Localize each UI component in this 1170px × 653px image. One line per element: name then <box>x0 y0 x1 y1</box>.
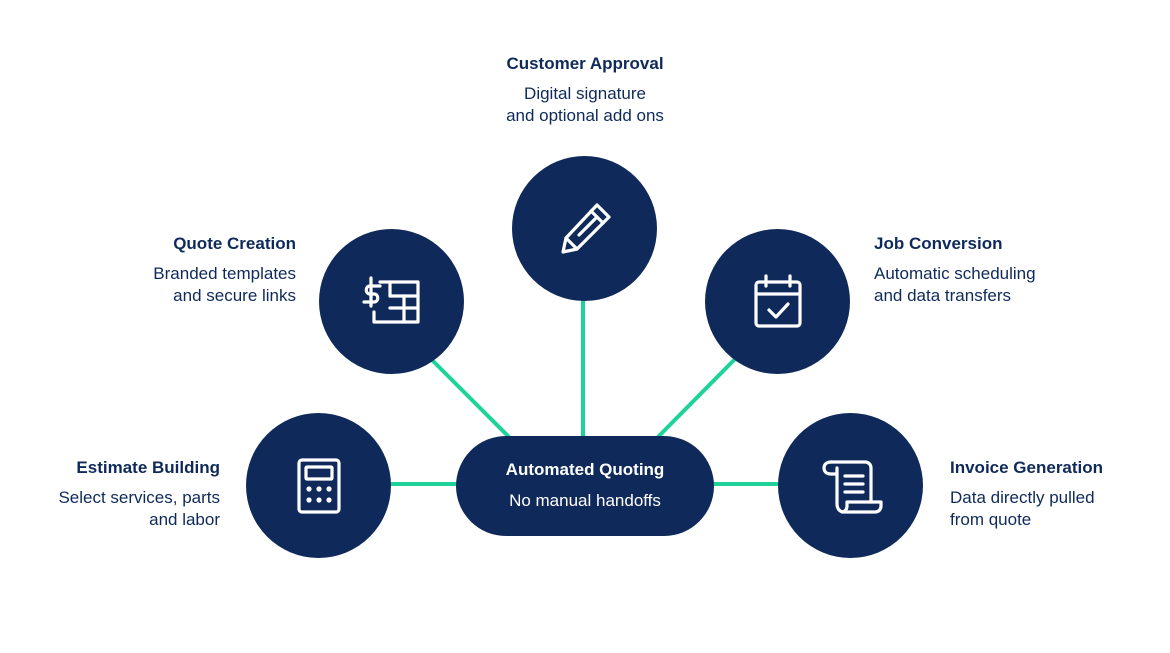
calculator-icon <box>296 457 341 514</box>
hub-title: Automated Quoting <box>505 460 665 479</box>
connector-job <box>653 355 739 442</box>
automated-quoting-hub: Automated Quoting No manual handoffs <box>456 436 714 536</box>
connector-quote <box>430 358 514 442</box>
estimate-label: Estimate Building Select services, parts… <box>0 456 220 531</box>
invoice-desc: Data directly pulled from quote <box>950 488 1095 529</box>
pencil-icon <box>560 202 611 254</box>
quote-title: Quote Creation <box>173 234 296 253</box>
job-title: Job Conversion <box>874 234 1003 253</box>
quote-desc: Branded templates and secure links <box>153 264 296 305</box>
scroll-icon <box>821 459 883 514</box>
approval-node <box>512 156 657 301</box>
calendar-check-icon <box>753 273 802 328</box>
invoice-label: Invoice Generation Data directly pulled … <box>950 456 1150 531</box>
job-label: Job Conversion Automatic scheduling and … <box>874 232 1170 307</box>
invoice-title: Invoice Generation <box>950 458 1104 477</box>
quote-document-icon <box>361 275 420 324</box>
invoice-node <box>778 413 923 558</box>
approval-desc: Digital signature and optional add ons <box>506 84 664 125</box>
approval-title: Customer Approval <box>506 54 664 73</box>
quote-node <box>319 229 464 374</box>
approval-label: Customer Approval Digital signature and … <box>435 52 735 127</box>
job-desc: Automatic scheduling and data transfers <box>874 264 1036 305</box>
estimate-desc: Select services, parts and labor <box>58 488 220 529</box>
hub-subtitle: No manual handoffs <box>509 491 661 510</box>
quote-label: Quote Creation Branded templates and sec… <box>0 232 296 307</box>
estimate-title: Estimate Building <box>76 458 220 477</box>
job-node <box>705 229 850 374</box>
estimate-node <box>246 413 391 558</box>
